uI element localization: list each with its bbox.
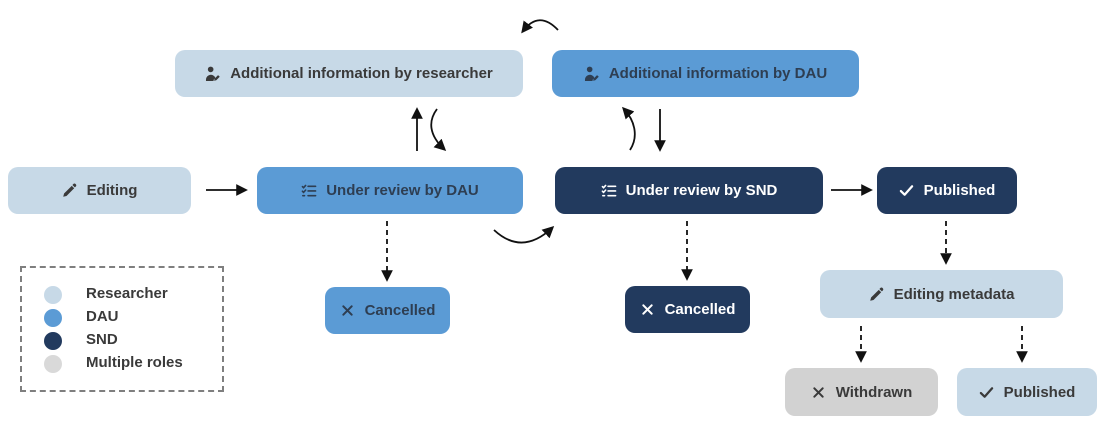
legend-label: Researcher	[86, 285, 168, 303]
legend-item-dau: DAU	[44, 308, 222, 327]
legend: Researcher DAU SND Multiple roles	[20, 266, 224, 392]
node-label: Editing	[86, 182, 138, 199]
x-icon	[811, 384, 827, 400]
node-cancelled-dau: Cancelled	[325, 287, 450, 334]
node-published: Published	[877, 167, 1017, 214]
node-withdrawn: Withdrawn	[785, 368, 938, 416]
node-label: Published	[923, 182, 996, 199]
x-icon	[640, 302, 656, 318]
check-icon	[979, 384, 995, 400]
node-under-review-snd: Under review by SND	[555, 167, 823, 214]
legend-item-multiple-roles: Multiple roles	[44, 354, 222, 373]
edge-review-snd-to-addinfo-dau	[622, 106, 636, 151]
node-label: Under review by DAU	[326, 182, 479, 199]
node-label: Editing metadata	[893, 285, 1015, 303]
list-check-icon	[301, 183, 317, 199]
user-pen-icon	[584, 66, 600, 82]
node-label: Additional information by DAU	[608, 65, 828, 82]
check-icon	[899, 183, 915, 199]
user-pen-icon	[205, 66, 221, 82]
legend-item-snd: SND	[44, 331, 222, 350]
node-published-final: Published	[957, 368, 1097, 416]
node-editing: Editing	[8, 167, 191, 214]
pencil-icon	[869, 286, 885, 302]
researcher-color-swatch	[44, 285, 62, 304]
legend-label: SND	[86, 331, 118, 349]
dau-color-swatch	[44, 308, 62, 327]
pencil-icon	[62, 183, 78, 199]
node-under-review-dau: Under review by DAU	[257, 167, 523, 214]
list-check-icon	[601, 183, 617, 199]
node-label: Withdrawn	[835, 383, 913, 401]
node-label: Cancelled	[364, 302, 436, 319]
legend-item-researcher: Researcher	[44, 285, 222, 304]
edge-addinfo-dau-to-addinfo-researcher	[521, 19, 559, 34]
node-additional-info-researcher: Additional information by researcher	[175, 50, 523, 97]
node-additional-info-dau: Additional information by DAU	[552, 50, 859, 97]
node-cancelled-snd: Cancelled	[625, 286, 750, 333]
edge-review-dau-to-review-snd	[493, 226, 555, 244]
node-label: Cancelled	[664, 301, 736, 318]
x-icon	[340, 303, 356, 319]
node-label: Additional information by researcher	[230, 65, 493, 82]
legend-label: DAU	[86, 308, 119, 326]
node-editing-metadata: Editing metadata	[820, 270, 1063, 318]
node-label: Under review by SND	[625, 182, 778, 199]
multiple-roles-color-swatch	[44, 354, 62, 373]
node-label: Published	[1003, 383, 1076, 401]
legend-label: Multiple roles	[86, 354, 183, 372]
snd-color-swatch	[44, 331, 62, 350]
edge-addinfo-researcher-to-review-dau	[430, 108, 447, 151]
